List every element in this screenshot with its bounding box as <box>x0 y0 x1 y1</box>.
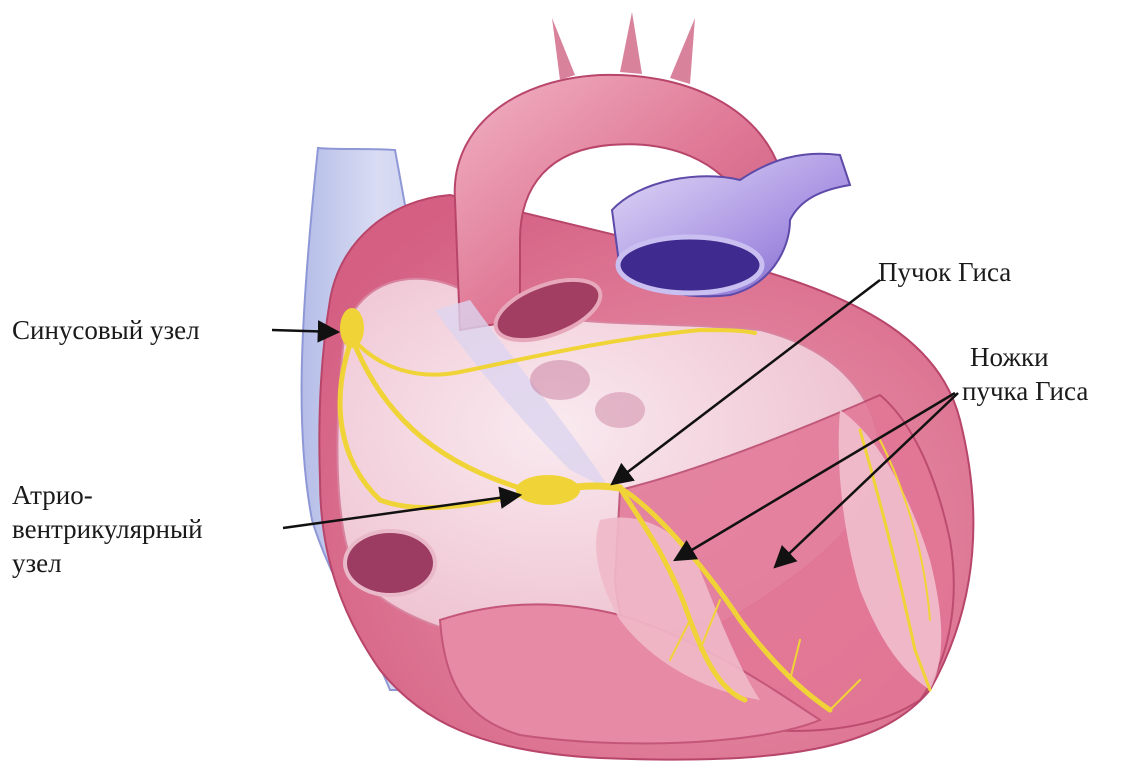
label-av-line-2: вентрикулярный <box>12 512 203 546</box>
label-av-node: Атрио- вентрикулярный узел <box>12 478 203 580</box>
aortic-branch-1 <box>552 18 575 80</box>
sa-node <box>340 308 364 348</box>
aortic-branch-2 <box>620 12 642 74</box>
label-bundle-branches: Ножки пучка Гиса <box>962 340 1088 408</box>
label-av-line-3: узел <box>12 546 203 580</box>
label-branches-line-1: Ножки <box>962 340 1088 374</box>
valve-opening <box>345 531 435 595</box>
aortic-branch-3 <box>670 18 695 84</box>
label-branches-line-2: пучка Гиса <box>962 374 1088 408</box>
heart-illustration <box>302 12 974 760</box>
chamber-shading <box>595 392 645 428</box>
av-node <box>516 475 580 505</box>
pulmonary-opening <box>618 237 762 293</box>
label-av-line-1: Атрио- <box>12 478 203 512</box>
label-sa-node: Синусовый узел <box>12 313 200 347</box>
chamber-shading <box>530 360 590 400</box>
label-bundle-of-his: Пучок Гиса <box>878 255 1011 289</box>
